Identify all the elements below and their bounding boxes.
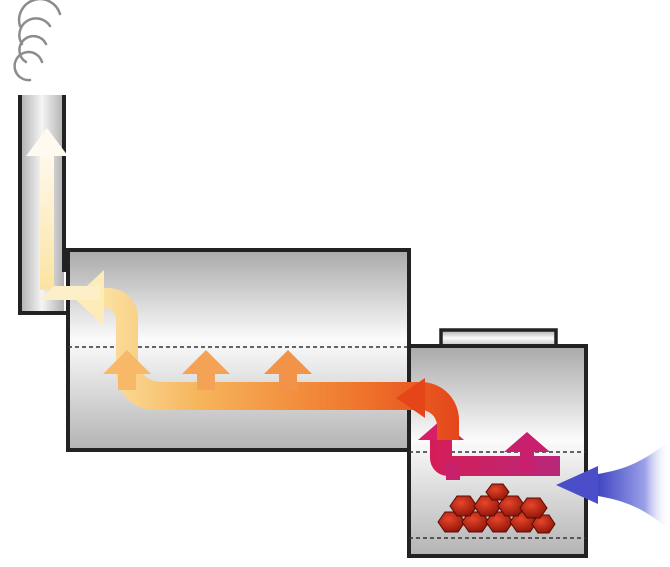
coal-pile	[437, 483, 556, 534]
smoke-swirl	[13, 0, 62, 82]
air-intake-arrow	[556, 440, 670, 530]
heat-flow-path	[26, 128, 459, 440]
rising-heat-arrows	[103, 350, 312, 390]
